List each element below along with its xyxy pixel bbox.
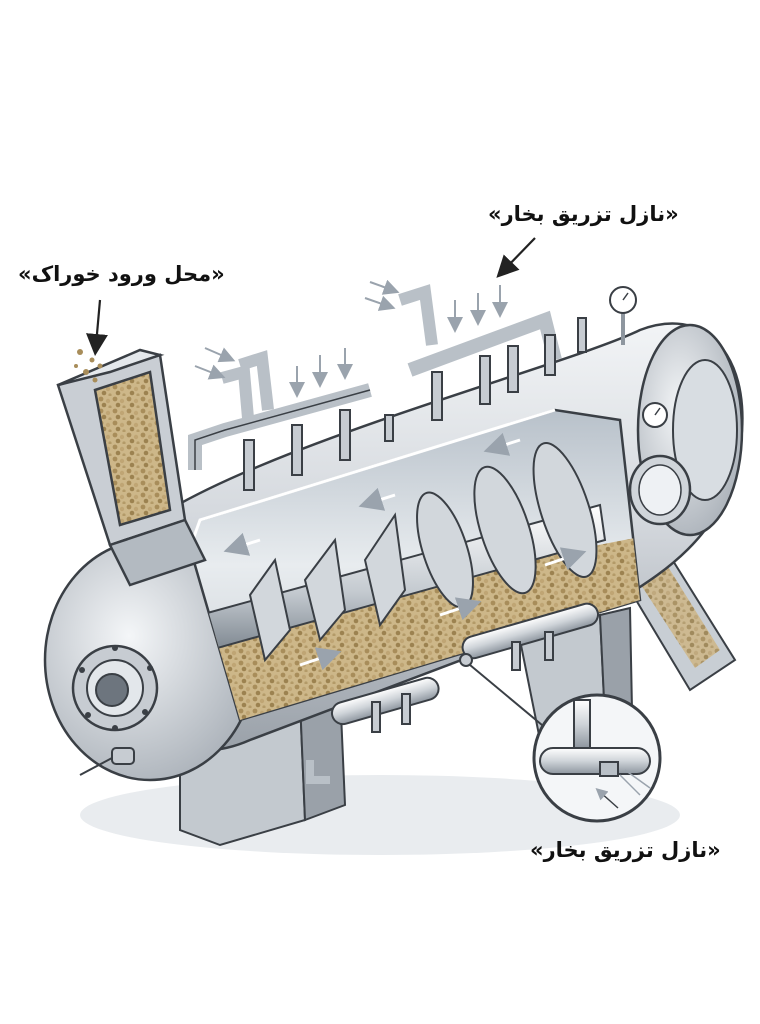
label-steam-nozzle-detail: «نازل تزریق بخار» [530, 838, 721, 862]
drain-valve [79, 747, 135, 776]
cutaway-interior [188, 408, 642, 722]
nozzle-detail-magnifier [459, 653, 662, 823]
shaft-bearing-flange [71, 644, 159, 732]
label-steam-nozzle-top: «نازل تزریق بخار» [488, 202, 679, 226]
top-steam-pipes-left [188, 350, 394, 491]
arrow-steam-nozzle-top [496, 237, 536, 278]
inspection-hatch [628, 454, 692, 526]
label-feed-inlet: «محل ورود خوراک» [18, 262, 225, 286]
screw-conveyor-icon [248, 442, 598, 663]
pressure-gauge-icon [609, 286, 637, 345]
arrow-feed-inlet [86, 299, 108, 356]
top-steam-pipes-right [398, 284, 637, 421]
feed-particles [74, 349, 103, 383]
feed-material-bed [190, 535, 640, 720]
bottom-steam-manifold [306, 602, 599, 784]
callout-arrows [86, 237, 536, 356]
flow-arrow-icon [223, 432, 587, 671]
steam-inflow-arrows [194, 279, 508, 398]
feed-hopper [56, 348, 207, 587]
pressure-gauge-icon [642, 402, 668, 428]
